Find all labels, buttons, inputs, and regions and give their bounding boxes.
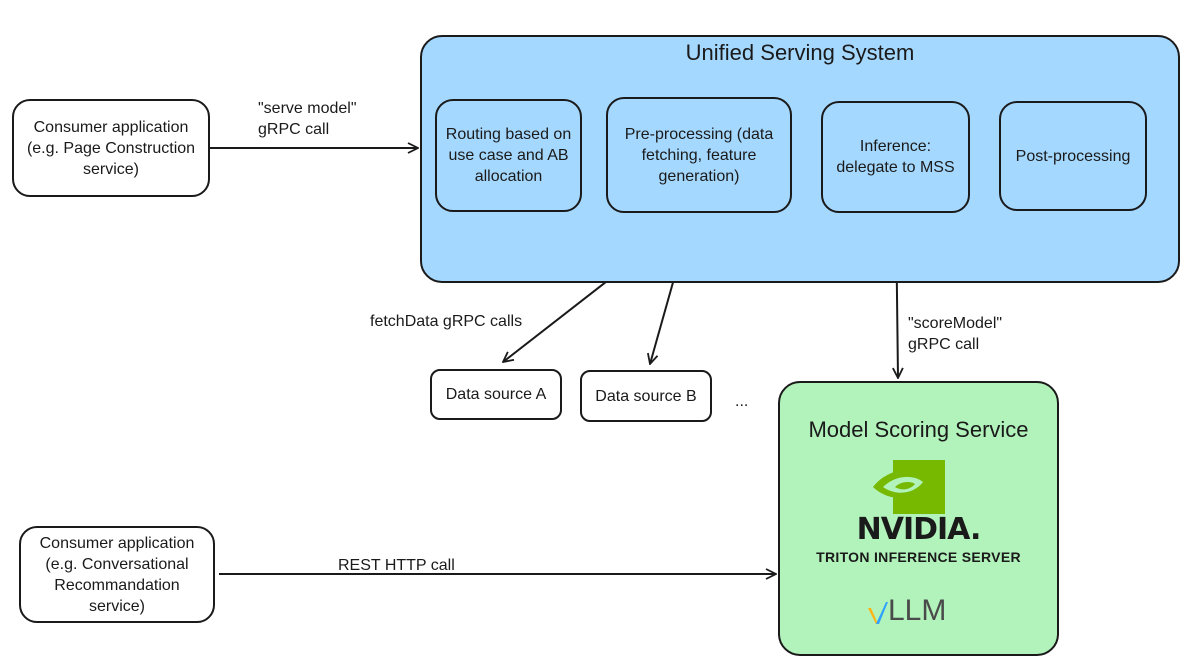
data-source-b: Data source B bbox=[580, 370, 712, 422]
score-model-label: "scoreModel" gRPC call bbox=[908, 315, 1003, 353]
nvidia-eye-icon bbox=[873, 460, 945, 514]
model-scoring-service-panel bbox=[778, 381, 1059, 656]
vllm-v-icon bbox=[868, 602, 888, 624]
consumer-conversational-recommendation: Consumer application (e.g. Conversationa… bbox=[19, 526, 215, 623]
model-scoring-service-title: Model Scoring Service bbox=[808, 417, 1029, 442]
vllm-wordmark: LLM bbox=[888, 594, 947, 627]
serve-model-label: "serve model" gRPC call bbox=[258, 100, 357, 138]
nvidia-wordmark: NVIDIA. bbox=[856, 512, 982, 547]
data-source-a: Data source A bbox=[430, 369, 562, 420]
preprocessing-step: Pre-processing (data fetching, feature g… bbox=[606, 97, 792, 213]
postprocessing-step: Post-processing bbox=[999, 101, 1147, 211]
vllm-logo: LLM bbox=[868, 594, 946, 628]
consumer-page-construction: Consumer application (e.g. Page Construc… bbox=[12, 99, 210, 197]
inference-step: Inference: delegate to MSS bbox=[821, 101, 970, 213]
routing-step: Routing based on use case and AB allocat… bbox=[435, 99, 582, 212]
unified-serving-system-title: Unified Serving System bbox=[685, 40, 915, 65]
fetch-data-label: fetchData gRPC calls bbox=[370, 313, 523, 330]
more-data-sources-ellipsis: ... bbox=[735, 393, 749, 410]
triton-inference-server-label: TRITON INFERENCE SERVER bbox=[816, 549, 1021, 565]
rest-http-label: REST HTTP call bbox=[338, 557, 455, 574]
